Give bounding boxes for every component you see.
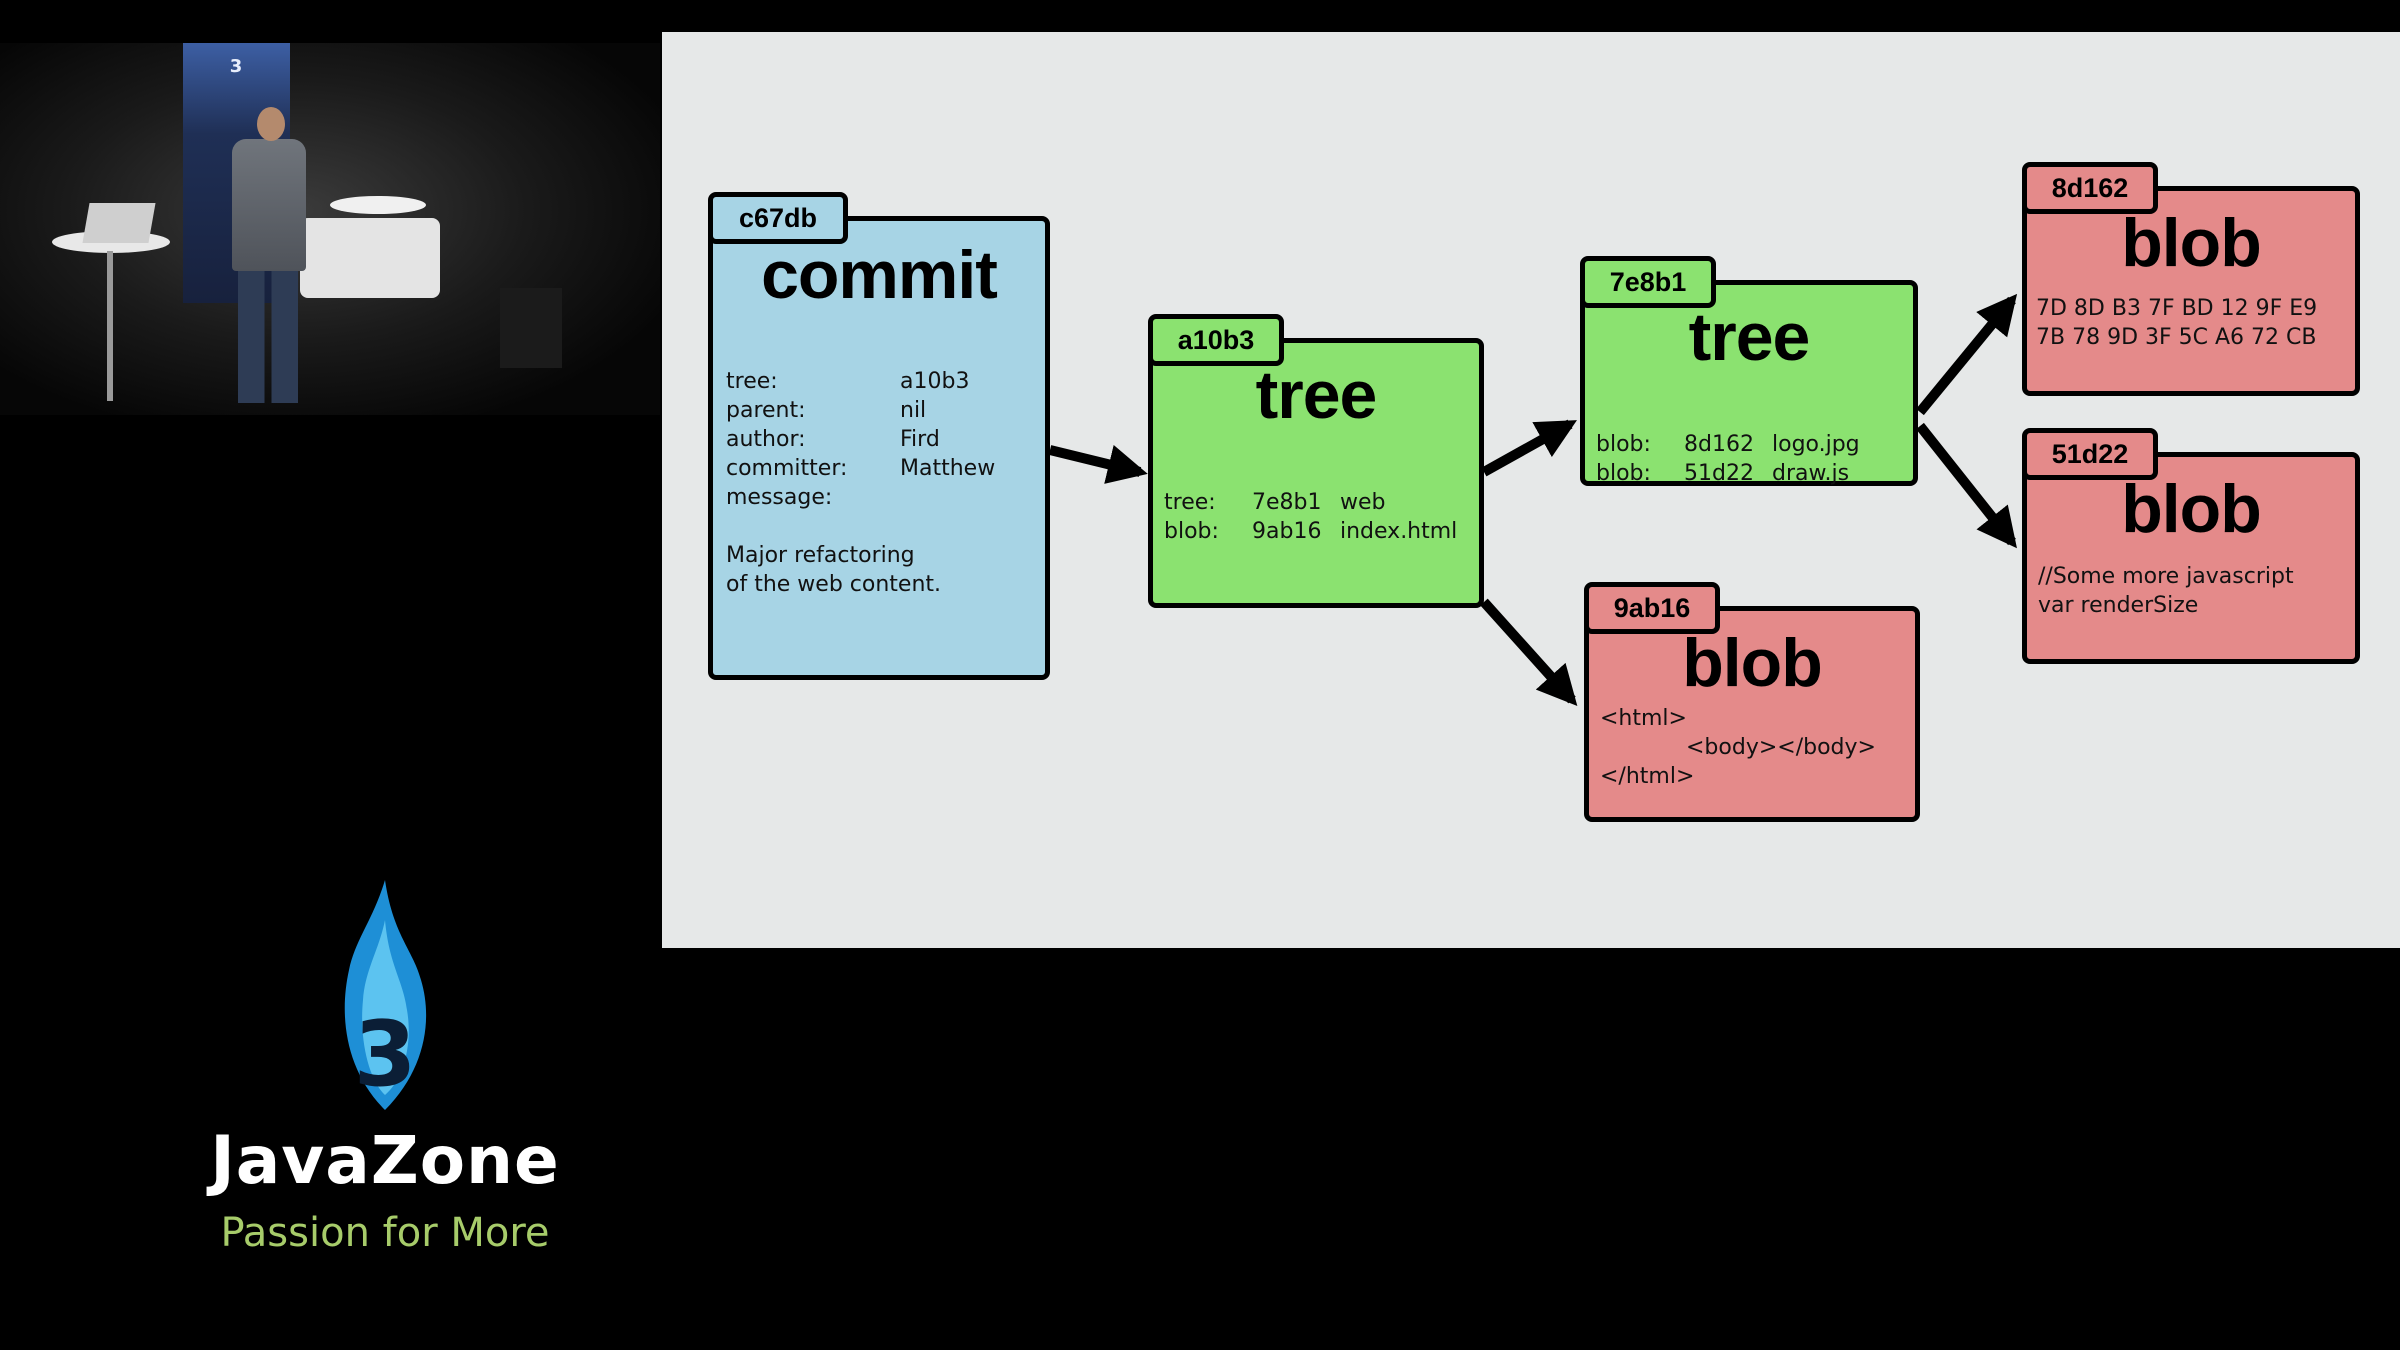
blob-content-line: var renderSize: [2038, 593, 2199, 618]
tree-node-root: a10b3 tree tree: 7e8b1 web blob: 9ab16 i…: [1148, 314, 1484, 608]
podium-table: [300, 218, 440, 298]
arrow-web-tree-to-draw-blob: [1916, 422, 2017, 549]
commit-message-line: of the web content.: [726, 572, 942, 597]
speaker-camera-feed: 3: [0, 43, 660, 415]
commit-field-key: committer:: [726, 456, 848, 481]
speaker-head: [257, 107, 285, 141]
flame-icon: 3: [344, 880, 427, 1110]
laptop: [82, 203, 156, 243]
blob-content-line: //Some more javascript: [2038, 564, 2294, 589]
javazone-logo: 3 JavaZone Passion for More: [150, 880, 620, 1260]
commit-field-value: nil: [900, 398, 927, 423]
tree-type-label: tree: [1255, 357, 1378, 433]
banner-logo: 3: [229, 56, 243, 77]
tree-entry-name: logo.jpg: [1772, 432, 1860, 457]
tree-box: [1148, 338, 1484, 608]
tree-entry-kind: blob:: [1596, 432, 1651, 457]
tree-entry-name: index.html: [1340, 519, 1458, 544]
tree-id-tab: a10b3: [1148, 314, 1284, 366]
tree-box: [1580, 280, 1918, 486]
blob-type-label: blob: [2121, 471, 2262, 547]
commit-id-tab: c67db: [708, 192, 848, 244]
blob-id-tab: 51d22: [2022, 428, 2158, 480]
tree-entry-kind: blob:: [1596, 461, 1651, 486]
presentation-slide: c67db commit tree: a10b3 parent: nil aut…: [662, 32, 2400, 948]
blob-node-draw: 51d22 blob //Some more javascript var re…: [2022, 428, 2360, 664]
side-table-leg: [107, 251, 113, 401]
commit-field-value: a10b3: [900, 369, 970, 394]
blob-content-line: 7B 78 9D 3F 5C A6 72 CB: [2036, 325, 2317, 350]
blob-type-label: blob: [1682, 625, 1823, 701]
blob-content-line: </html>: [1600, 764, 1695, 789]
flame-badge-number: 3: [354, 1002, 417, 1107]
blob-node-index: 9ab16 blob <html> <body></body> </html>: [1584, 582, 1920, 822]
blob-content-line: <html>: [1600, 706, 1687, 731]
tree-entry-kind: tree:: [1164, 490, 1216, 515]
slide-arrows: [1048, 293, 2018, 706]
commit-message-line: Major refactoring: [726, 543, 915, 568]
tree-entry-hash: 51d22: [1684, 461, 1754, 486]
blob-id-tab: 9ab16: [1584, 582, 1720, 634]
tree-type-label: tree: [1688, 299, 1811, 375]
commit-node: c67db commit tree: a10b3 parent: nil aut…: [708, 192, 1050, 680]
blob-id-tab: 8d162: [2022, 162, 2158, 214]
tree-entry-name: web: [1340, 490, 1386, 515]
speaker-body: [232, 139, 306, 271]
tree-entry-hash: 9ab16: [1252, 519, 1322, 544]
blob-content-line: <body></body>: [1686, 735, 1876, 760]
blob-box: [2022, 186, 2360, 396]
commit-field-key: message:: [726, 485, 833, 510]
blob-node-logo: 8d162 blob 7D 8D B3 7F BD 12 9F E9 7B 78…: [2022, 162, 2360, 396]
commit-field-key: tree:: [726, 369, 778, 394]
blob-type-label: blob: [2121, 205, 2262, 281]
tree-node-web: 7e8b1 tree blob: 8d162 logo.jpg blob: 51…: [1580, 256, 1918, 486]
commit-type-label: commit: [761, 237, 998, 313]
tree-entry-kind: blob:: [1164, 519, 1219, 544]
blob-box: [2022, 452, 2360, 664]
arrow-tree-to-index-blob: [1480, 598, 1578, 706]
logo-title: JavaZone: [210, 1122, 560, 1199]
logo-subtitle: Passion for More: [220, 1210, 550, 1256]
arrow-tree-to-web-tree: [1481, 419, 1577, 477]
tree-entry-name: draw.js: [1772, 461, 1850, 486]
blob-box: [1584, 606, 1920, 822]
speaker-legs: [238, 263, 298, 403]
commit-field-value: Fird: [900, 427, 940, 452]
commit-box: [708, 216, 1050, 680]
commit-field-key: author:: [726, 427, 806, 452]
arrow-commit-to-tree: [1048, 444, 1148, 484]
tree-entry-hash: 8d162: [1684, 432, 1754, 457]
blob-content-line: 7D 8D B3 7F BD 12 9F E9: [2036, 296, 2318, 321]
tree-id-tab: 7e8b1: [1580, 256, 1716, 308]
podium-table-top: [330, 196, 426, 214]
arrow-web-tree-to-logo-blob: [1916, 293, 2018, 416]
stage-speaker: [500, 288, 562, 368]
commit-field-value: Matthew: [900, 456, 996, 481]
tree-entry-hash: 7e8b1: [1252, 490, 1322, 515]
commit-field-key: parent:: [726, 398, 806, 423]
